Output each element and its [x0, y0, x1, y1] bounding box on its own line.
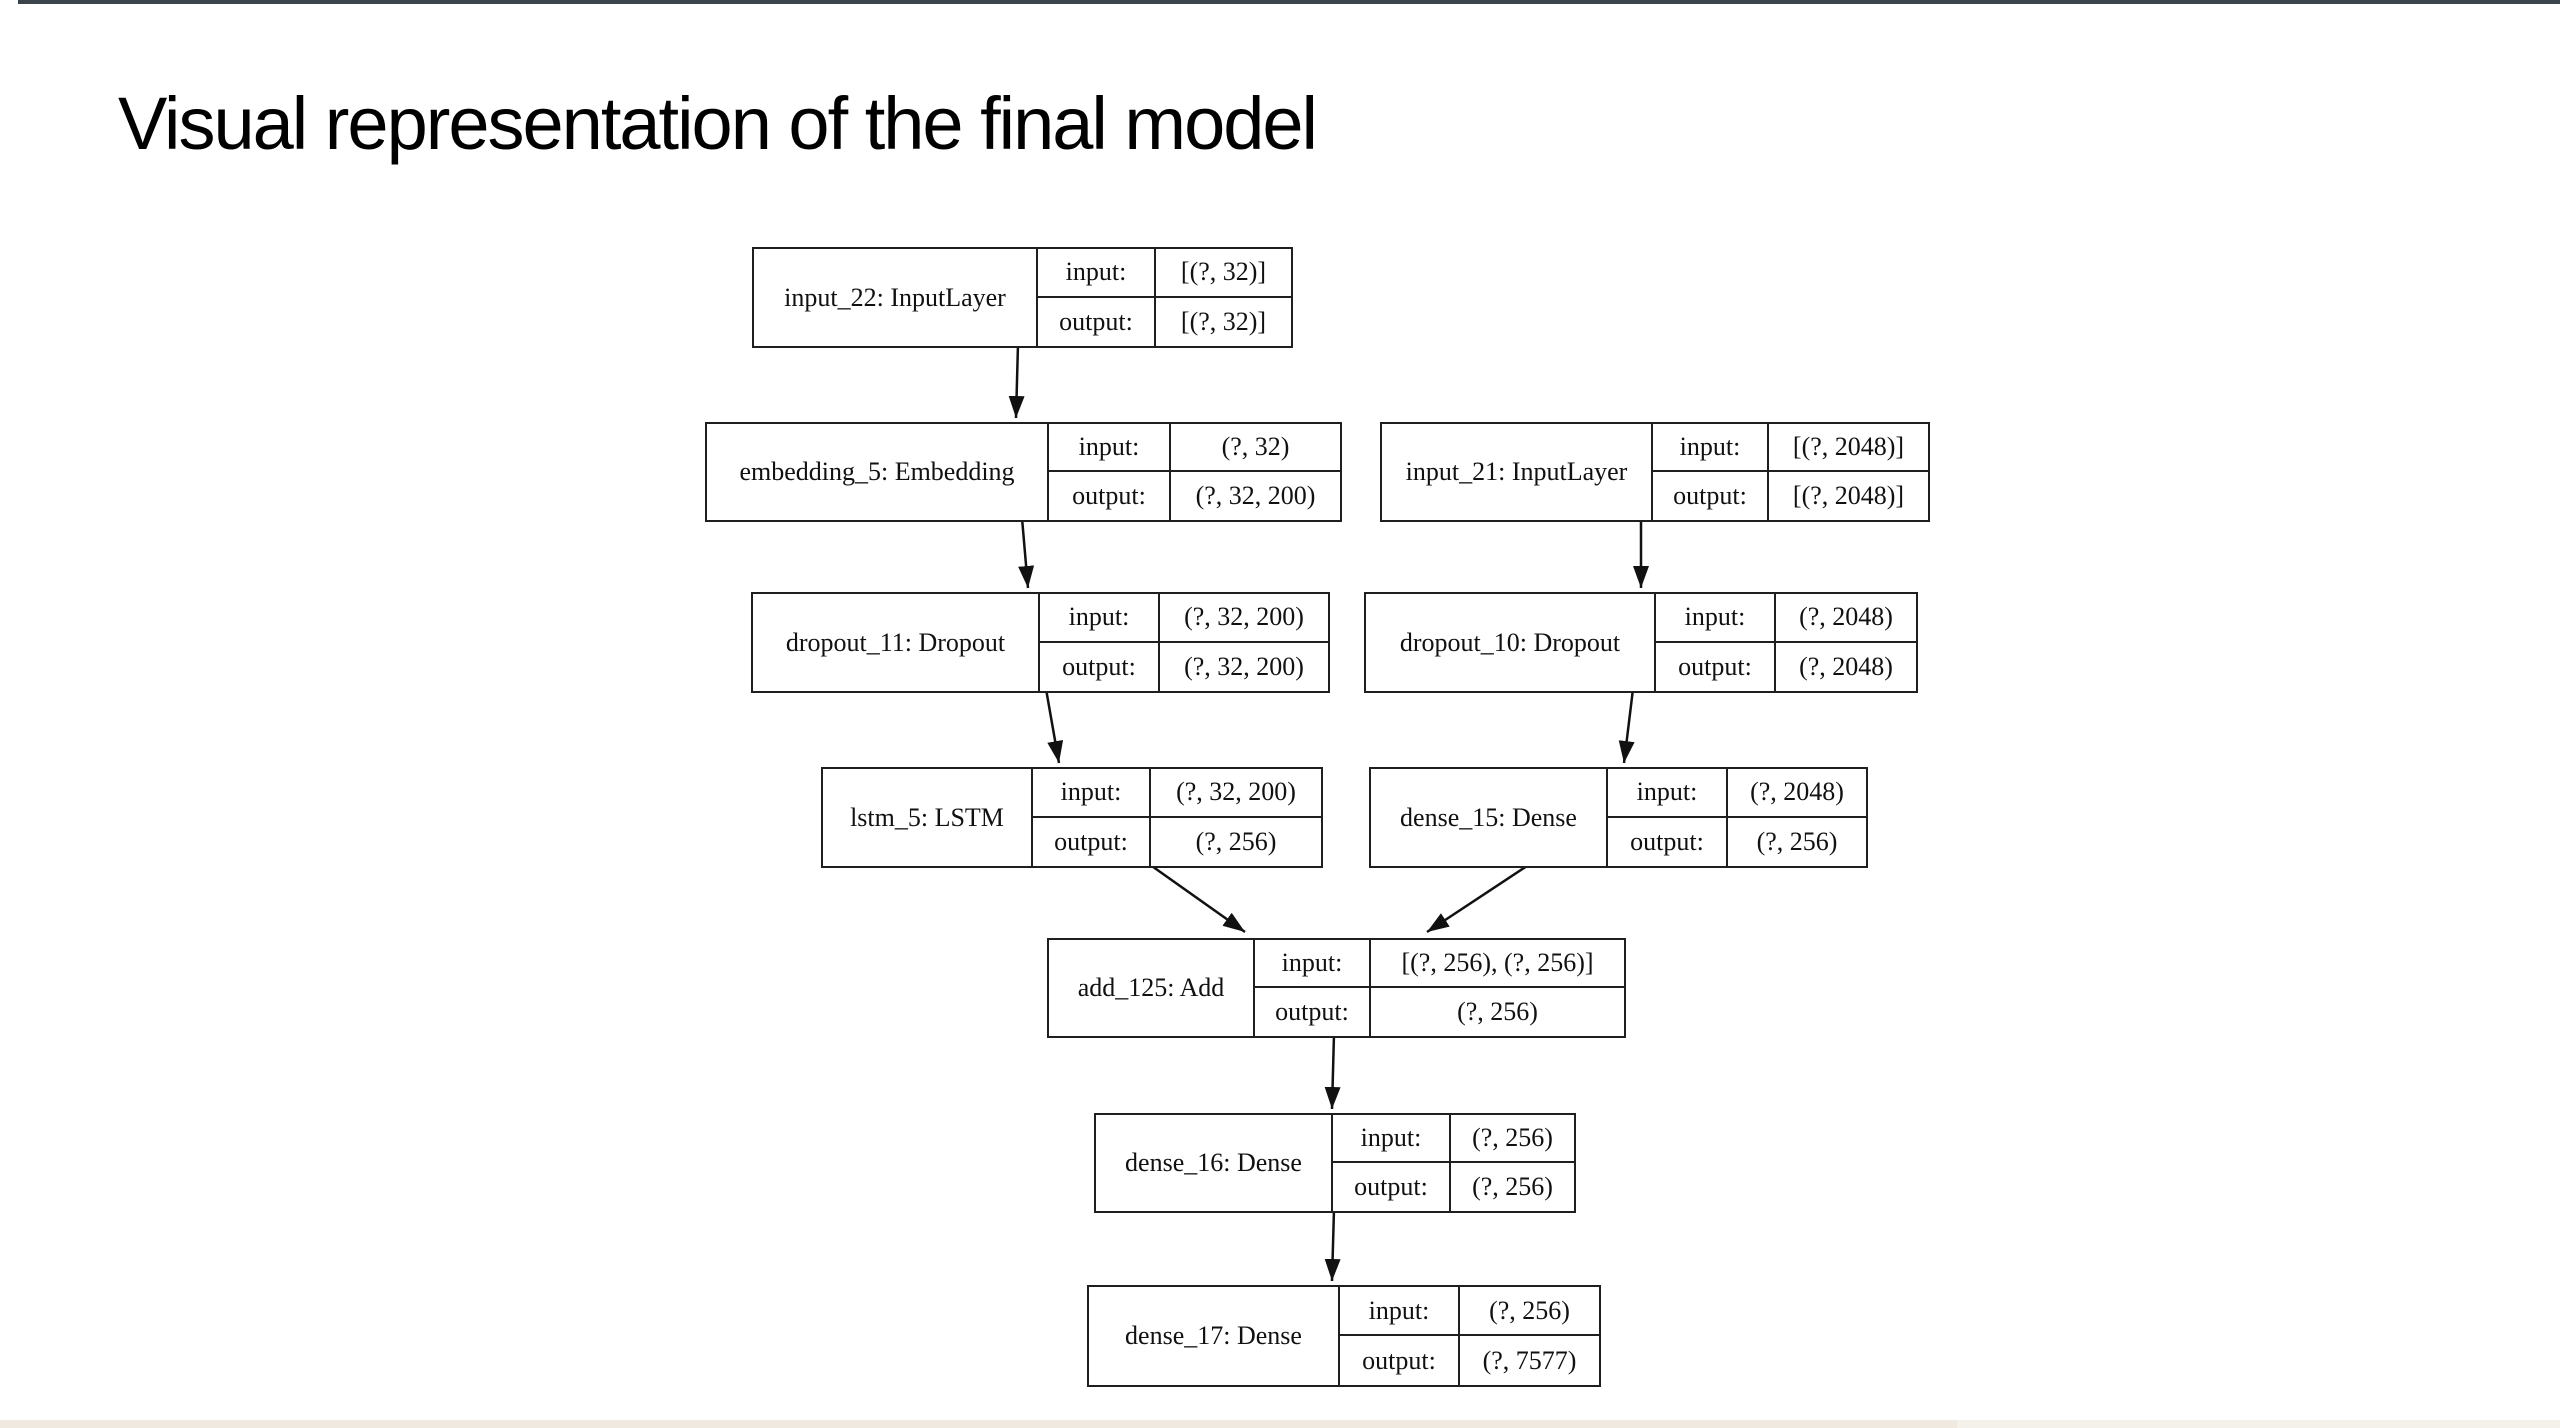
input-label: input: — [1608, 769, 1728, 818]
node-input-21: input_21: InputLayer input: [(?, 2048)] … — [1380, 422, 1930, 522]
output-label: output: — [1049, 472, 1171, 520]
output-shape: (?, 256) — [1457, 997, 1538, 1026]
output-shape: (?, 32, 200) — [1195, 481, 1316, 510]
input-shape: [(?, 256), (?, 256)] — [1371, 940, 1624, 988]
input-label: input: — [1033, 769, 1151, 818]
input-label: input: — [1333, 1115, 1451, 1163]
node-dense-17: dense_17: Dense input: (?, 256) output: … — [1087, 1285, 1601, 1387]
layer-name: input_22: InputLayer — [754, 249, 1038, 346]
output-label: output: — [1656, 642, 1776, 691]
edge-dropout10-dense15 — [1618, 688, 1635, 764]
output-label: output: — [1033, 817, 1151, 866]
input-shape: (?, 32) — [1171, 424, 1340, 472]
layer-name: lstm_5: LSTM — [823, 769, 1033, 866]
slide-title: Visual representation of the final model — [118, 82, 1318, 165]
output-label: output: — [1653, 472, 1769, 520]
input-shape: [(?, 32)] — [1156, 249, 1291, 298]
edge-input22-embedding5 — [1008, 343, 1025, 419]
input-label: input: — [1340, 1287, 1460, 1336]
node-dense-16: dense_16: Dense input: (?, 256) output: … — [1094, 1113, 1576, 1213]
node-dropout-11: dropout_11: Dropout input: (?, 32, 200) … — [751, 592, 1330, 693]
node-lstm-5: lstm_5: LSTM input: (?, 32, 200) output:… — [821, 767, 1323, 868]
edge-dense15-add125 — [1426, 862, 1531, 934]
node-embedding-5: embedding_5: Embedding input: (?, 32) ou… — [705, 422, 1342, 522]
layer-name: dense_15: Dense — [1371, 769, 1608, 866]
layer-name: dropout_11: Dropout — [753, 594, 1040, 691]
output-label: output: — [1333, 1163, 1451, 1211]
output-shape: (?, 7577) — [1482, 1345, 1577, 1375]
layer-name: embedding_5: Embedding — [707, 424, 1049, 520]
output-label: output: — [1255, 988, 1371, 1036]
output-shape: [(?, 2048)] — [1792, 481, 1905, 510]
output-label: output: — [1340, 1336, 1460, 1385]
top-edge-bar — [18, 0, 2560, 4]
input-label: input: — [1653, 424, 1769, 472]
input-label: input: — [1049, 424, 1171, 472]
input-label: input: — [1656, 594, 1776, 643]
output-shape: [(?, 32)] — [1180, 306, 1267, 336]
input-label: input: — [1038, 249, 1156, 298]
input-shape: (?, 256) — [1451, 1115, 1574, 1163]
layer-name: dense_17: Dense — [1089, 1287, 1340, 1385]
node-dense-15: dense_15: Dense input: (?, 2048) output:… — [1369, 767, 1868, 868]
output-label: output: — [1608, 817, 1728, 866]
input-label: input: — [1040, 594, 1160, 643]
input-shape: (?, 32, 200) — [1160, 594, 1328, 643]
output-label: output: — [1038, 297, 1156, 346]
node-input-22: input_22: InputLayer input: [(?, 32)] ou… — [752, 247, 1293, 348]
layer-name: input_21: InputLayer — [1382, 424, 1653, 520]
output-shape: (?, 32, 200) — [1184, 651, 1304, 681]
layer-name: add_125: Add — [1049, 940, 1255, 1036]
layer-name: dense_16: Dense — [1096, 1115, 1333, 1211]
input-shape: [(?, 2048)] — [1769, 424, 1928, 472]
edge-dropout11-lstm5 — [1044, 688, 1064, 764]
edge-dense16-dense17 — [1324, 1208, 1341, 1282]
layer-name: dropout_10: Dropout — [1366, 594, 1656, 691]
edge-add125-dense16 — [1324, 1033, 1341, 1110]
output-shape: (?, 256) — [1756, 826, 1838, 856]
edge-lstm5-add125 — [1148, 862, 1246, 934]
node-add-125: add_125: Add input: [(?, 256), (?, 256)]… — [1047, 938, 1626, 1038]
output-label: output: — [1040, 642, 1160, 691]
output-shape: (?, 256) — [1472, 1172, 1553, 1201]
node-dropout-10: dropout_10: Dropout input: (?, 2048) out… — [1364, 592, 1918, 693]
input-shape: (?, 256) — [1460, 1287, 1599, 1336]
edge-embedding5-dropout11 — [1018, 517, 1035, 589]
input-shape: (?, 2048) — [1728, 769, 1866, 818]
input-label: input: — [1255, 940, 1371, 988]
input-shape: (?, 2048) — [1776, 594, 1916, 643]
bottom-edge-bar — [0, 1420, 1957, 1428]
output-shape: (?, 2048) — [1799, 651, 1893, 681]
bottom-edge-bar-right — [1957, 1420, 2560, 1428]
input-shape: (?, 32, 200) — [1151, 769, 1321, 818]
output-shape: (?, 256) — [1195, 826, 1277, 856]
